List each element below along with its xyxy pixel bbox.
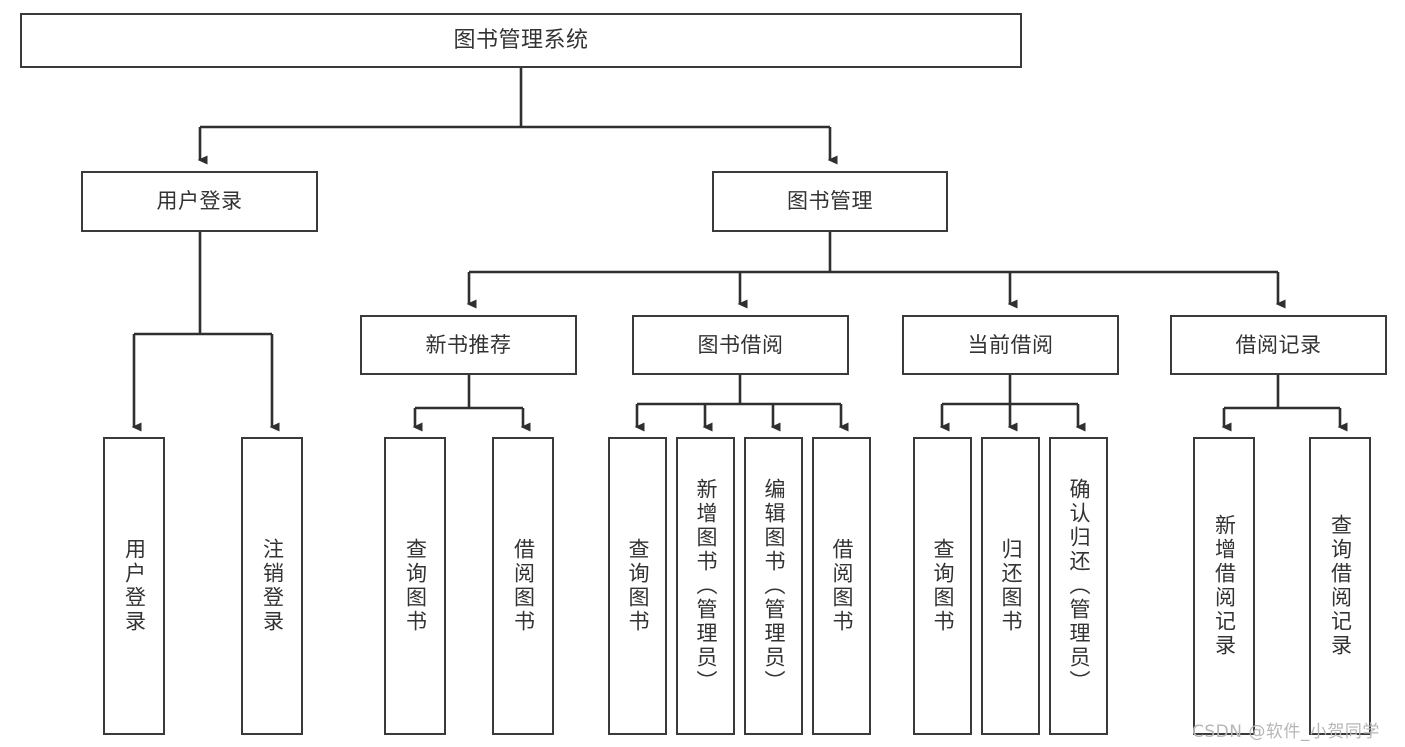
leaf-current-borrow-query[interactable]: 查询图书 [913,437,972,735]
node-book-borrow[interactable]: 图书借阅 [632,315,849,375]
leaf-user-login-logout-label: 注销登录 [260,538,285,634]
leaf-book-borrow-query-label: 查询图书 [626,538,650,634]
leaf-book-borrow-borrow[interactable]: 借阅图书 [812,437,871,735]
leaf-new-book-borrow-label: 借阅图书 [511,538,536,634]
node-new-book-recommend[interactable]: 新书推荐 [360,315,577,375]
node-user-login[interactable]: 用户登录 [81,171,318,232]
leaf-borrow-record-add[interactable]: 新增借阅记录 [1193,437,1255,735]
leaf-current-borrow-return[interactable]: 归还图书 [981,437,1040,735]
node-current-borrow-label: 当前借阅 [967,332,1054,357]
node-borrow-record-label: 借阅记录 [1235,332,1322,357]
leaf-current-borrow-query-label: 查询图书 [931,538,955,634]
leaf-new-book-query[interactable]: 查询图书 [384,437,446,735]
node-borrow-record[interactable]: 借阅记录 [1170,315,1387,375]
leaf-user-login-login[interactable]: 用户登录 [103,437,165,735]
node-book-management[interactable]: 图书管理 [712,171,948,232]
leaf-new-book-query-label: 查询图书 [403,538,428,634]
leaf-book-borrow-edit-label: 编辑图书（管理员） [762,478,786,694]
node-new-book-recommend-label: 新书推荐 [425,332,512,357]
leaf-borrow-record-add-label: 新增借阅记录 [1212,514,1237,658]
leaf-book-borrow-query[interactable]: 查询图书 [608,437,667,735]
leaf-book-borrow-add[interactable]: 新增图书（管理员） [676,437,735,735]
leaf-user-login-logout[interactable]: 注销登录 [241,437,303,735]
leaf-current-borrow-return-label: 归还图书 [999,538,1023,634]
leaf-book-borrow-add-label: 新增图书（管理员） [694,478,718,694]
node-book-management-label: 图书管理 [787,189,873,214]
leaf-book-borrow-edit[interactable]: 编辑图书（管理员） [744,437,803,735]
node-book-borrow-label: 图书借阅 [697,332,784,357]
csdn-watermark: CSDN @软件_小贺同学 [1192,722,1380,742]
node-current-borrow[interactable]: 当前借阅 [902,315,1119,375]
node-root-system[interactable]: 图书管理系统 [20,13,1022,68]
leaf-borrow-record-query-label: 查询借阅记录 [1328,514,1353,658]
leaf-book-borrow-borrow-label: 借阅图书 [830,538,854,634]
node-root-label: 图书管理系统 [453,27,589,53]
leaf-borrow-record-query[interactable]: 查询借阅记录 [1309,437,1371,735]
leaf-current-borrow-confirm-label: 确认归还（管理员） [1067,478,1091,694]
leaf-current-borrow-confirm[interactable]: 确认归还（管理员） [1049,437,1108,735]
leaf-new-book-borrow[interactable]: 借阅图书 [492,437,554,735]
leaf-user-login-login-label: 用户登录 [122,538,147,634]
node-user-login-label: 用户登录 [156,189,243,214]
